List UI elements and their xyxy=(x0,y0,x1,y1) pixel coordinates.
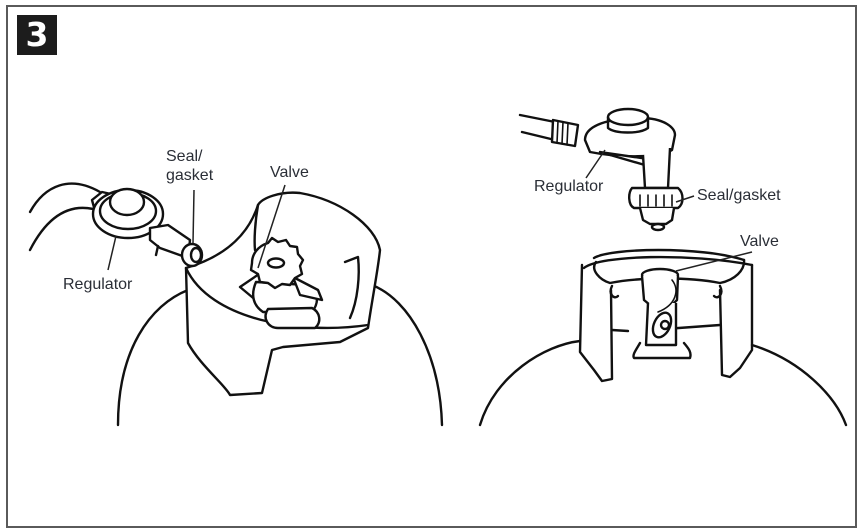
right-regulator-label: Regulator xyxy=(534,178,604,195)
right-hose xyxy=(518,113,557,124)
left-regulator-leader xyxy=(107,235,117,271)
left-tank-illustration xyxy=(28,182,444,427)
left-hose xyxy=(28,182,102,214)
right-tank-illustration xyxy=(478,107,848,427)
left-regulator-label: Regulator xyxy=(63,276,133,293)
right-regulator xyxy=(550,107,684,232)
left-tank-body xyxy=(116,288,190,427)
right-seal-gasket-label: Seal/gasket xyxy=(697,187,781,204)
left-regulator xyxy=(90,187,204,268)
right-valve xyxy=(632,267,692,360)
right-valve-leader xyxy=(675,251,753,272)
left-seal-gasket-label: Seal/ gasket xyxy=(166,148,214,184)
right-valve-label: Valve xyxy=(740,233,779,250)
left-seal-leader xyxy=(192,189,195,244)
left-valve-leader xyxy=(257,184,286,269)
instruction-panel xyxy=(6,5,857,528)
left-valve-label: Valve xyxy=(270,164,309,181)
right-seal-leader xyxy=(675,195,695,203)
right-tank-body xyxy=(478,339,582,427)
right-regulator-leader xyxy=(585,149,606,179)
step-number-badge: 3 xyxy=(17,15,57,55)
